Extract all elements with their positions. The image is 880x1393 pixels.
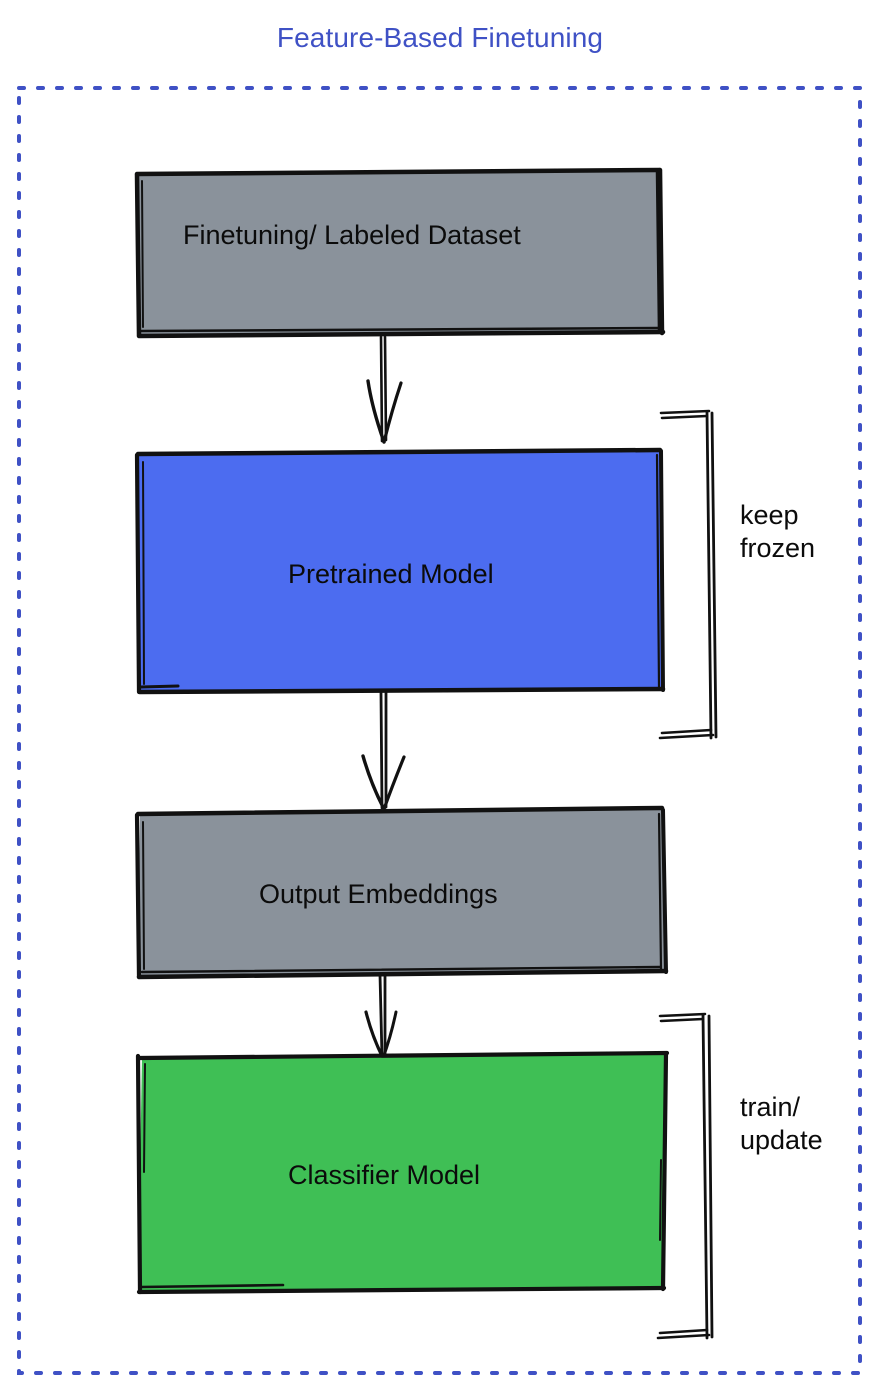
node-output-embeddings[interactable]: [137, 808, 666, 977]
node-label-classifier-model: Classifier Model: [288, 1160, 481, 1190]
page-title: Feature-Based Finetuning: [276, 22, 604, 53]
annotation-keep-frozen-line-2: frozen: [740, 532, 816, 563]
edge-dataset-to-pretrained: [366, 335, 403, 444]
node-classifier-model[interactable]: [138, 1053, 667, 1292]
edge-pretrained-to-embeddings: [361, 691, 406, 811]
edge-embeddings-to-classifier: [364, 973, 398, 1060]
node-pretrained-model[interactable]: [137, 450, 663, 692]
node-finetuning-dataset[interactable]: [137, 170, 663, 337]
annotation-keep-frozen: keep frozen: [740, 499, 815, 565]
node-label-output-embeddings: Output Embeddings: [259, 879, 498, 909]
annotation-train-update-line-2: update: [740, 1124, 823, 1155]
annotation-train-update-line-1: train/: [740, 1092, 801, 1122]
bracket-keep-frozen: [658, 409, 718, 740]
annotation-train-update: train/ update: [740, 1091, 823, 1157]
annotation-keep-frozen-line-1: keep: [740, 500, 799, 530]
node-label-pretrained-model: Pretrained Model: [288, 559, 494, 589]
node-label-finetuning-dataset: Finetuning/ Labeled Dataset: [183, 220, 521, 250]
